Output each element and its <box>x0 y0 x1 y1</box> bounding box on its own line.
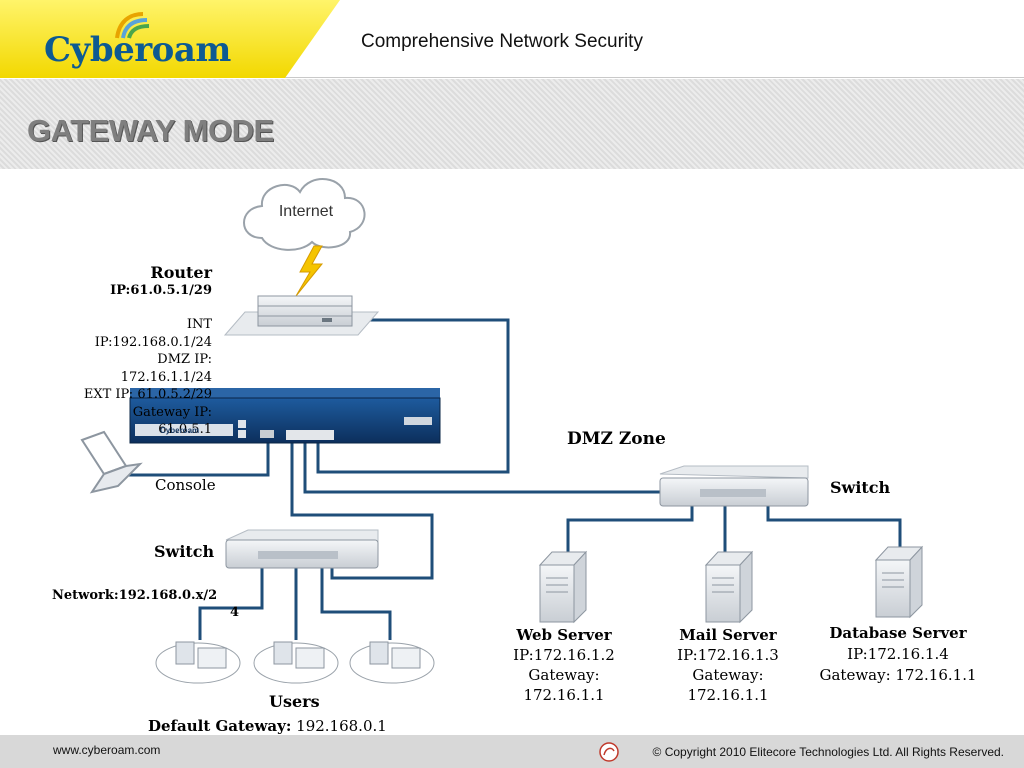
console-laptop-icon <box>80 430 143 494</box>
footer-url: www.cyberoam.com <box>53 743 161 757</box>
slide-footer: www.cyberoam.com © Copyright 2010 Elitec… <box>0 735 1024 768</box>
elitecore-logo-icon <box>599 742 619 762</box>
header-title: Comprehensive Network Security <box>361 31 643 52</box>
config-line: 61.0.5.1 <box>158 422 212 437</box>
config-line: 172.16.1.1/24 <box>120 369 212 385</box>
web-server-info: Web Server IP:172.16.1.2 Gateway: 172.16… <box>494 625 634 705</box>
default-gateway: Default Gateway: 192.168.0.1 <box>148 717 387 735</box>
link-dmz-db-server <box>766 505 902 550</box>
network-label: Network:192.168.0.x/2 <box>52 588 218 603</box>
lan-switch-label: Switch <box>154 542 215 561</box>
user-workstation-icon <box>253 641 339 684</box>
server-name: Database Server <box>829 624 967 642</box>
lightning-icon <box>295 245 324 297</box>
link-appliance-console <box>122 432 270 477</box>
mail-server-info: Mail Server IP:172.16.1.3 Gateway: 172.1… <box>658 625 798 705</box>
server-ip: IP:172.16.1.2 <box>513 646 615 664</box>
slide-title: GATEWAY MODE <box>27 113 274 148</box>
default-gateway-value: 192.168.0.1 <box>296 717 387 735</box>
link-lan-user-1 <box>198 562 264 640</box>
router-ip: IP:61.0.5.1/29 <box>110 283 212 298</box>
link-dmz-web-server <box>566 505 694 555</box>
appliance-config: INT IP:192.168.0.1/24 DMZ IP: 172.16.1.1… <box>84 316 212 439</box>
appliance-brand: Cyberoam <box>160 426 200 435</box>
footer-copyright: © Copyright 2010 Elitecore Technologies … <box>652 745 1004 759</box>
logo-background <box>0 0 340 78</box>
lan-switch-icon <box>225 529 379 569</box>
dmz-zone-label: DMZ Zone <box>567 429 666 449</box>
user-workstation-icon <box>349 641 435 684</box>
server-gateway: Gateway: 172.16.1.1 <box>819 666 977 684</box>
web-server-icon <box>538 550 588 624</box>
title-band: GATEWAY MODE <box>0 79 1024 169</box>
slide-header: Cyberoam Comprehensive Network Security <box>0 0 1024 78</box>
default-gateway-label: Default Gateway: <box>148 717 292 735</box>
server-gateway: 172.16.1.1 <box>687 686 769 704</box>
link-lan-user-3 <box>320 562 392 640</box>
logo: Cyberoam <box>44 30 231 70</box>
config-line: DMZ IP: <box>157 352 212 367</box>
logo-swirl-icon <box>115 12 150 39</box>
database-server-info: Database Server IP:172.16.1.4 Gateway: 1… <box>800 623 996 686</box>
config-line: INT <box>186 317 212 332</box>
server-ip: IP:172.16.1.4 <box>847 645 949 663</box>
dmz-switch-icon <box>659 465 809 507</box>
link-appliance-lan-switch <box>290 432 434 580</box>
network-label-wrap: 4 <box>230 605 240 620</box>
cyberoam-appliance-icon <box>129 388 441 444</box>
server-gateway-label: Gateway: <box>692 666 764 684</box>
router-label: Router <box>150 263 212 282</box>
mail-server-icon <box>704 550 754 624</box>
dmz-switch-label: Switch <box>830 478 891 497</box>
config-line: EXT IP: 61.0.5.2/29 <box>83 387 212 402</box>
router-icon <box>223 295 380 336</box>
server-ip: IP:172.16.1.3 <box>677 646 779 664</box>
database-server-icon <box>874 545 924 619</box>
server-gateway: 172.16.1.1 <box>523 686 605 704</box>
server-gateway-label: Gateway: <box>528 666 600 684</box>
internet-cloud-icon <box>243 178 366 251</box>
users-label: Users <box>269 692 320 711</box>
config-line: Gateway IP: <box>132 404 212 420</box>
link-router-appliance <box>316 318 510 474</box>
user-workstation-icon <box>155 641 241 684</box>
console-label: Console <box>155 476 216 494</box>
config-line: IP:192.168.0.1/24 <box>94 334 212 350</box>
server-name: Mail Server <box>679 626 777 644</box>
server-name: Web Server <box>516 626 612 644</box>
internet-label: Internet <box>279 203 334 220</box>
